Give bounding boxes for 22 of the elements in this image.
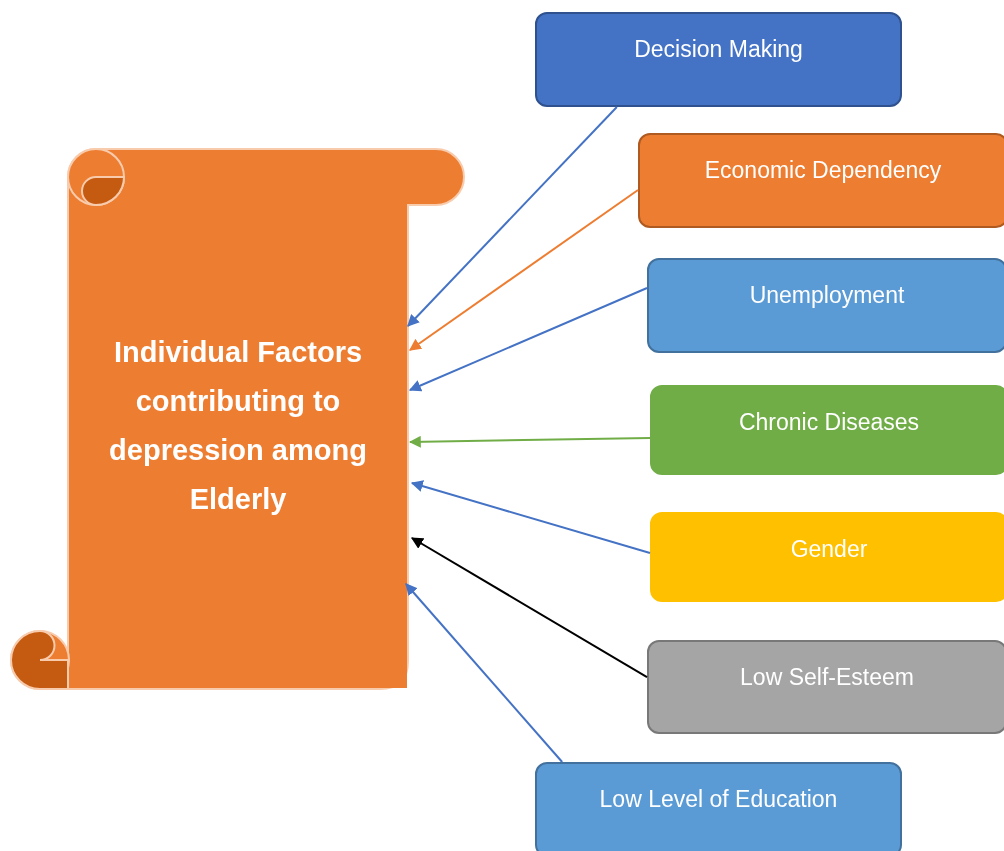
arrow — [407, 106, 618, 327]
factor-box — [647, 258, 1004, 353]
factor-box — [535, 762, 902, 851]
factor-label: Economic Dependency — [704, 157, 942, 184]
arrow — [405, 583, 564, 763]
arrow — [409, 189, 639, 351]
factor-label: Decision Making — [634, 36, 803, 63]
factor-label: Chronic Diseases — [738, 409, 920, 436]
factor-box — [650, 385, 1004, 475]
arrow — [408, 435, 651, 448]
factor-box — [535, 12, 902, 107]
arrow — [410, 537, 648, 679]
factor-label: Low Level of Education — [599, 786, 838, 813]
arrow — [410, 480, 651, 555]
factor-label: Unemployment — [749, 282, 905, 309]
scroll-title: Individual Factors contributing to depression among Elderly — [108, 335, 368, 517]
factor-box — [638, 133, 1004, 228]
factor-label: Low Self-Esteem — [740, 664, 914, 691]
factor-box — [650, 512, 1004, 602]
factor-box — [647, 640, 1004, 734]
arrow — [408, 287, 648, 392]
factor-label: Gender — [790, 536, 868, 563]
